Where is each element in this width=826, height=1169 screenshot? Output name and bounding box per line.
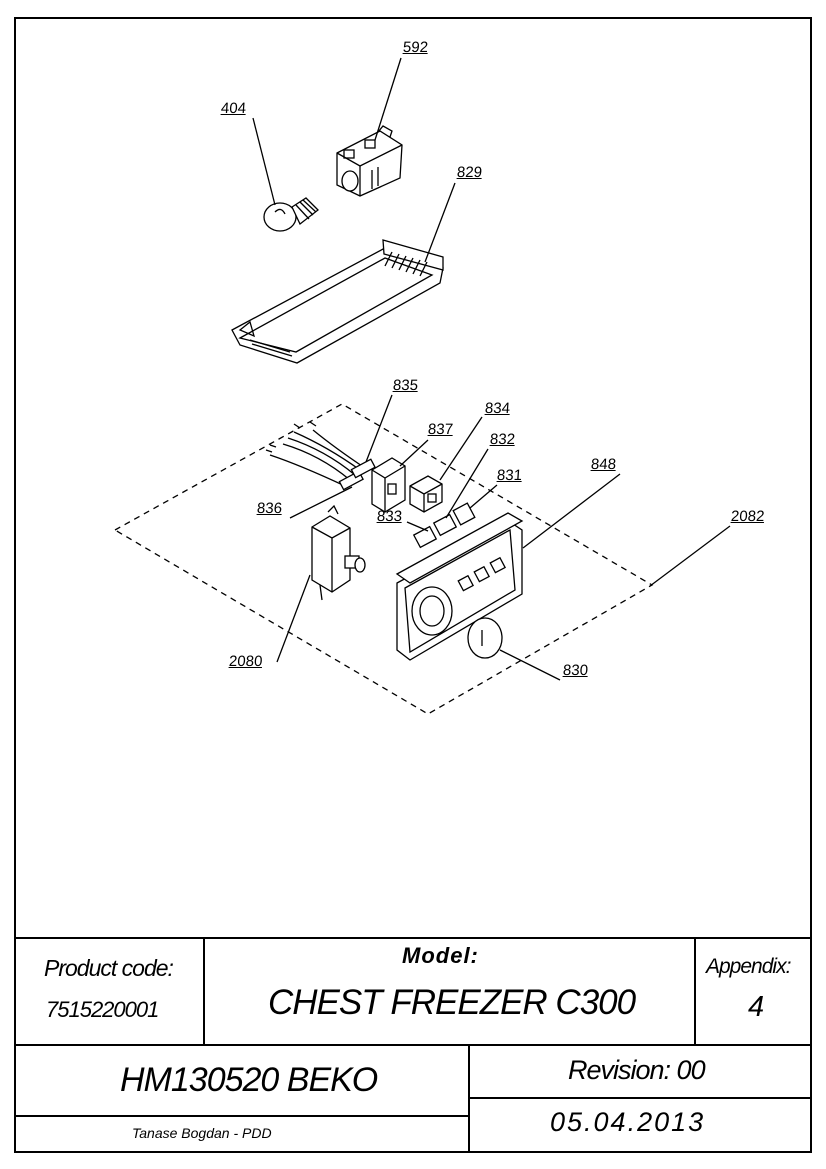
appendix-value: 4 (748, 991, 765, 1023)
control-panel-icon (395, 512, 524, 661)
callout-831: 831 (496, 467, 523, 484)
callout-829: 829 (456, 164, 483, 181)
callout-836: 836 (256, 500, 283, 517)
callout-592: 592 (402, 39, 429, 56)
author: Tanase Bogdan - PDD (132, 1125, 272, 1141)
callout-848: 848 (590, 456, 617, 473)
knob-icon (467, 617, 503, 659)
date: 05.04.2013 (550, 1107, 706, 1137)
product-code-value: 7515220001 (46, 997, 159, 1022)
callout-832: 832 (489, 431, 516, 448)
callout-404: 404 (220, 100, 247, 117)
model-value: CHEST FREEZER C300 (268, 983, 636, 1022)
product-code-label: Product code: (44, 955, 174, 981)
title-block: Product code: 7515220001 Model: CHEST FR… (14, 937, 812, 1153)
lamp-holder-icon (336, 125, 403, 197)
callout-2080: 2080 (228, 653, 263, 670)
callout-2082: 2082 (730, 508, 765, 525)
callout-837: 837 (427, 421, 454, 438)
switch-bracket-icon (371, 457, 406, 513)
callout-834: 834 (484, 400, 511, 417)
callout-833: 833 (376, 508, 403, 525)
appendix-label: Appendix: (706, 955, 791, 978)
callout-830: 830 (562, 662, 589, 679)
model-label: Model: (402, 943, 479, 968)
thermostat-icon (311, 504, 366, 601)
document-id: HM130520 BEKO (120, 1061, 378, 1099)
wire-harness-icon (265, 421, 376, 491)
revision: Revision: 00 (568, 1055, 706, 1085)
lamp-cover-icon (231, 239, 444, 364)
drawing-sheet (14, 17, 812, 1153)
lamp-bulb-icon (263, 197, 319, 232)
switch-icon (409, 475, 443, 513)
callout-835: 835 (392, 377, 419, 394)
